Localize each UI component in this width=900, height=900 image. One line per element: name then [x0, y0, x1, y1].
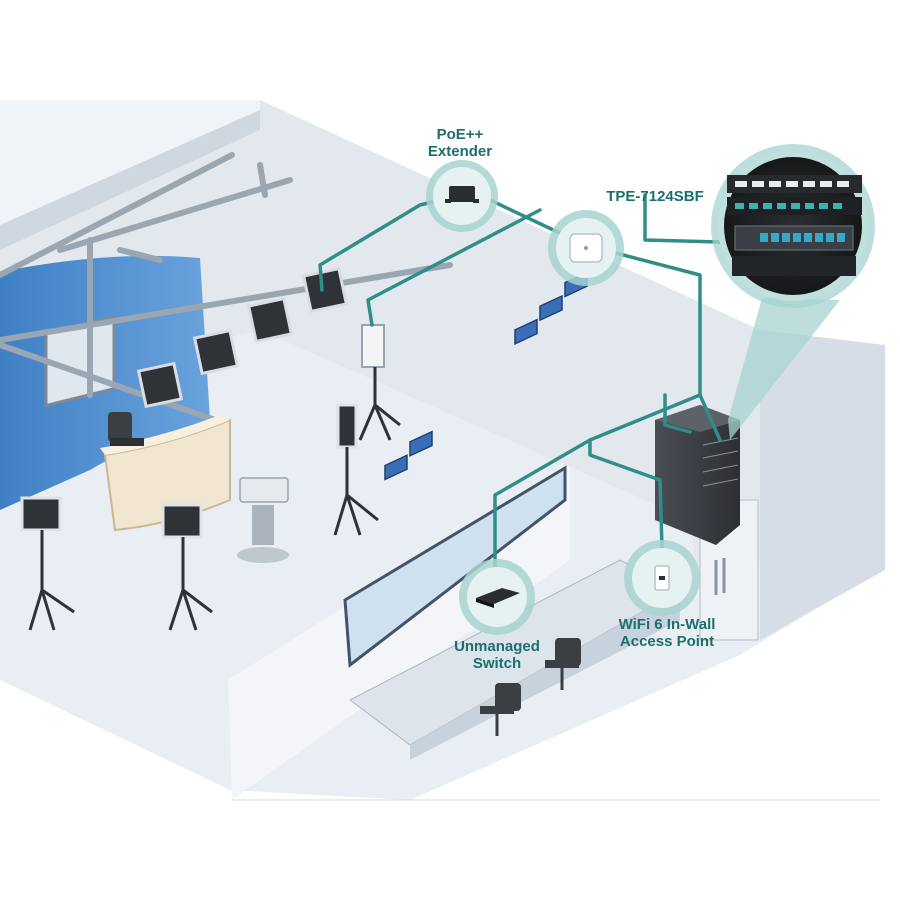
wifi-access-point-label-line1: WiFi 6 In-Wall	[618, 616, 716, 633]
right-wall	[760, 330, 885, 640]
poe-extender-device-icon	[445, 186, 479, 203]
rack-unit-lower	[732, 256, 856, 276]
poe-extender-label-line1: PoE++	[436, 126, 484, 143]
tripod-light	[358, 324, 401, 441]
operator-chair	[545, 638, 581, 690]
unmanaged-switch-label-line1: Unmanaged	[454, 638, 540, 655]
studio-lights	[136, 266, 349, 409]
operator-chairs	[480, 638, 581, 736]
ceiling-edge	[0, 100, 260, 225]
operator-chair	[480, 683, 521, 736]
poe-extender-label-line2: Extender	[427, 143, 493, 160]
studio-light	[136, 361, 184, 409]
console-front	[410, 590, 680, 760]
switch-model-label: TPE-7124SBF	[606, 188, 704, 205]
network-cables	[318, 193, 722, 592]
lighting-truss	[0, 152, 453, 423]
ceiling-access-point-bubble	[548, 210, 624, 286]
room	[0, 100, 885, 800]
unmanaged-switch-bubble	[459, 559, 535, 635]
tripod-light	[161, 503, 213, 631]
unmanaged-switch-device-icon	[476, 588, 520, 608]
poe-extender-bubble	[426, 160, 498, 232]
studio-light	[192, 328, 240, 376]
control-room-window	[343, 465, 567, 668]
in-wall-access-point-icon	[654, 565, 670, 591]
tripod-light	[20, 496, 75, 631]
unmanaged-switch-label-line2: Switch	[472, 655, 522, 672]
poe-switch-unit	[734, 225, 854, 251]
switch-callout	[711, 144, 875, 440]
patch-panel-rows	[727, 175, 862, 215]
in-wall-access-point-bubble	[624, 540, 700, 616]
tripod-light	[333, 403, 379, 536]
unmanaged-switch-label: Unmanaged Switch	[442, 638, 552, 672]
anchor-chair	[108, 412, 144, 446]
studio-camera	[237, 477, 289, 563]
ceiling-access-point-icon	[569, 233, 603, 263]
studio-light	[301, 266, 349, 314]
wifi-access-point-label: WiFi 6 In-Wall Access Point	[602, 616, 732, 650]
poe-extender-label: PoE++ Extender	[410, 126, 510, 160]
studio-light	[246, 296, 294, 344]
tripod-lights	[20, 324, 401, 631]
wifi-access-point-label-line2: Access Point	[619, 633, 715, 650]
left-wall-top	[0, 110, 260, 250]
